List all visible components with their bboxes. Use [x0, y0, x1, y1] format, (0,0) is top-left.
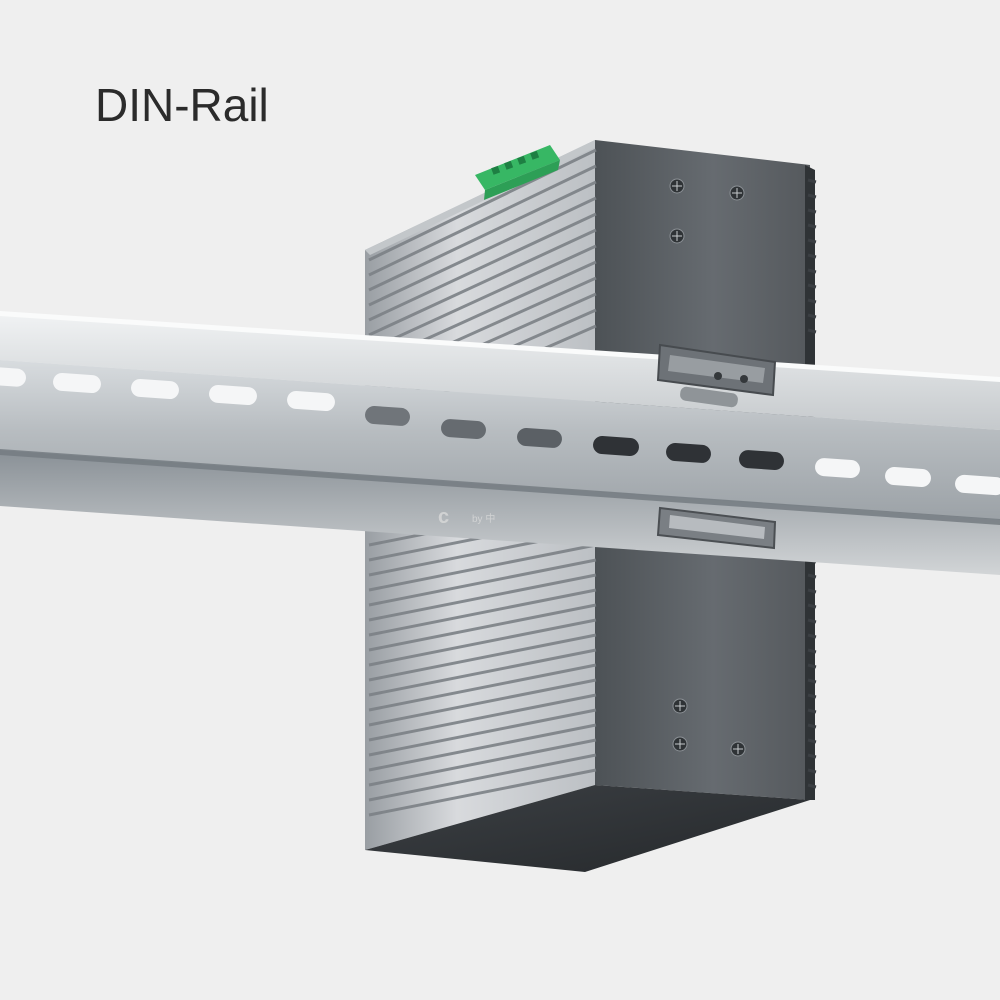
clip-icon: [656, 506, 777, 550]
terminal-block-icon: [475, 145, 560, 200]
svg-text:by 中: by 中: [472, 512, 495, 525]
svg-text:c: c: [438, 506, 449, 528]
page-title: DIN-Rail: [95, 79, 269, 131]
din-rail-icon: [0, 311, 1000, 575]
device-enclosure-icon: [365, 140, 817, 872]
clip-icon: [656, 343, 777, 408]
